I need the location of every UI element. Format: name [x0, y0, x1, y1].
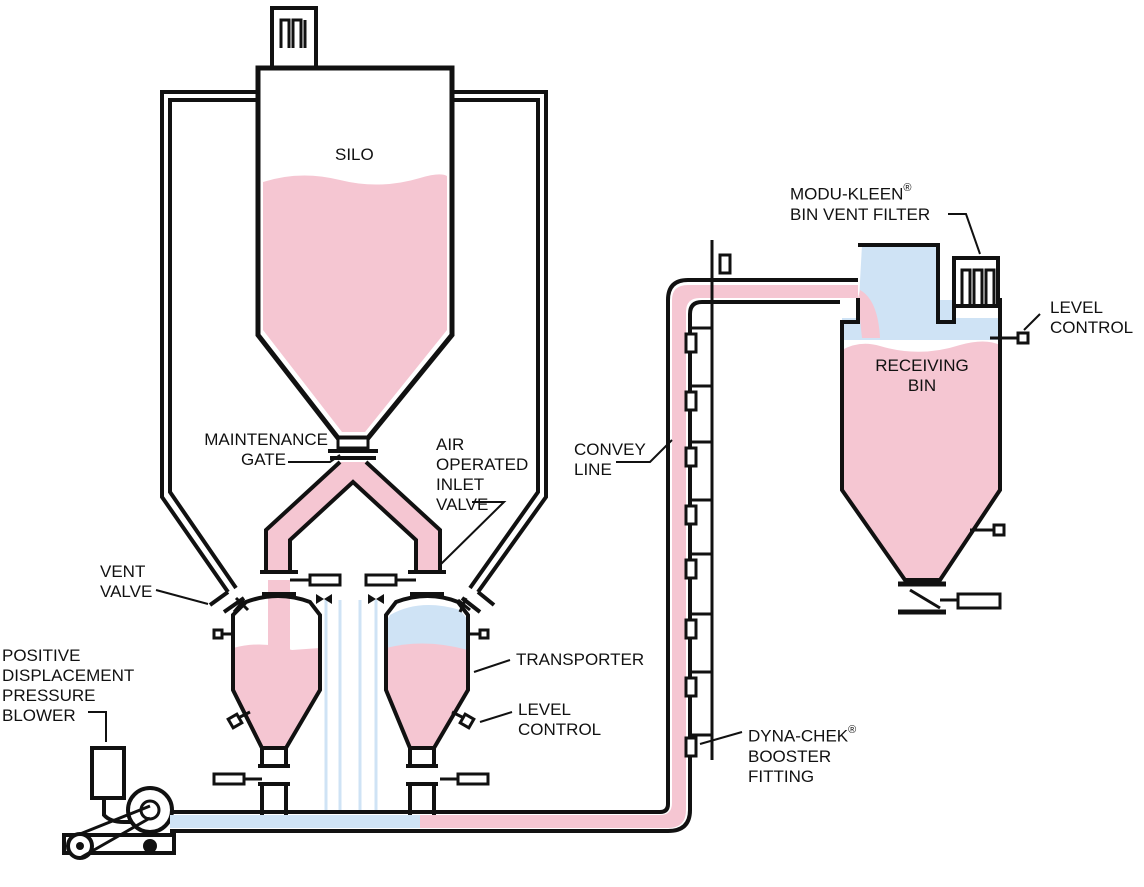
silo-vent-filter-icon: [279, 18, 307, 48]
receiving-bin: [840, 243, 1030, 615]
vent-valve-right: [457, 590, 496, 614]
label-maintenance-gate: MAINTENANCE GATE: [186, 430, 328, 470]
label-air-operated-inlet-valve: AIR OPERATED INLET VALVE: [436, 435, 528, 515]
label-line: MODU-KLEEN®: [790, 180, 930, 205]
label-line: BOOSTER: [748, 746, 832, 766]
maintenance-gate: [328, 436, 378, 460]
label-line: CONTROL: [518, 720, 602, 739]
booster-line: [684, 240, 732, 760]
label-line: BIN: [907, 376, 937, 395]
label-receiving-bin: RECEIVING BIN: [862, 356, 982, 396]
label-line: LINE: [574, 460, 612, 479]
label-text: MODU-KLEEN: [790, 184, 904, 204]
label-line: POSITIVE: [2, 646, 81, 665]
label-line: LEVEL: [1050, 298, 1103, 317]
label-text: DYNA-CHEK: [748, 726, 849, 746]
label-line: DYNA-CHEK®: [748, 722, 856, 747]
label-line: PRESSURE: [2, 686, 96, 705]
registered-mark: ®: [903, 182, 912, 194]
label-line: AIR: [436, 435, 465, 454]
right-transporter: [364, 570, 490, 815]
label-line: CONVEY: [574, 440, 646, 459]
label-line: MAINTENANCE: [204, 430, 328, 449]
bag-filter-icon: [960, 268, 996, 304]
leader-lines: [88, 213, 1041, 745]
vent-valve-left: [208, 590, 250, 614]
dyna-chek-booster-fitting: [684, 253, 732, 758]
left-transporter: [212, 570, 342, 815]
label-line: RECEIVING: [875, 356, 969, 375]
air-lines: [324, 600, 378, 812]
registered-mark: ®: [848, 724, 857, 736]
y-chute: [264, 460, 442, 570]
silo-material: [263, 174, 447, 432]
label-silo: SILO: [335, 145, 374, 164]
label-positive-displacement-pressure-blower: POSITIVE DISPLACEMENT PRESSURE BLOWER: [2, 646, 134, 726]
label-line: FITTING: [748, 766, 815, 786]
label-line: BIN VENT FILTER: [790, 204, 931, 224]
label-line: VENT: [100, 562, 146, 581]
bowtie-valve-icon: [368, 594, 384, 604]
label-line: LEVEL: [518, 700, 571, 719]
label-line: CONTROL: [1050, 318, 1134, 337]
vent-lines: [160, 90, 548, 594]
label-line: OPERATED: [436, 455, 529, 474]
label-line: INLET: [436, 475, 485, 494]
label-level-control-transporter: LEVEL CONTROL: [518, 700, 601, 740]
label-modu-kleen-bin-vent-filter: MODU-KLEEN® BIN VENT FILTER: [790, 180, 930, 225]
label-line: VALVE: [436, 495, 489, 514]
blower: [62, 746, 176, 860]
air-valves: [316, 594, 384, 604]
label-level-control-bin: LEVEL CONTROL: [1050, 298, 1133, 338]
silo: [255, 6, 455, 441]
label-line: DISPLACEMENT: [2, 666, 135, 685]
label-line: BLOWER: [2, 706, 76, 725]
bowtie-valve-icon: [316, 594, 332, 604]
label-convey-line: CONVEY LINE: [574, 440, 646, 480]
label-vent-valve: VENT VALVE: [100, 562, 152, 602]
label-transporter: TRANSPORTER: [516, 650, 645, 669]
label-dyna-chek-booster-fitting: DYNA-CHEK® BOOSTER FITTING: [748, 722, 856, 787]
label-line: GATE: [240, 450, 286, 469]
label-line: VALVE: [100, 582, 153, 601]
